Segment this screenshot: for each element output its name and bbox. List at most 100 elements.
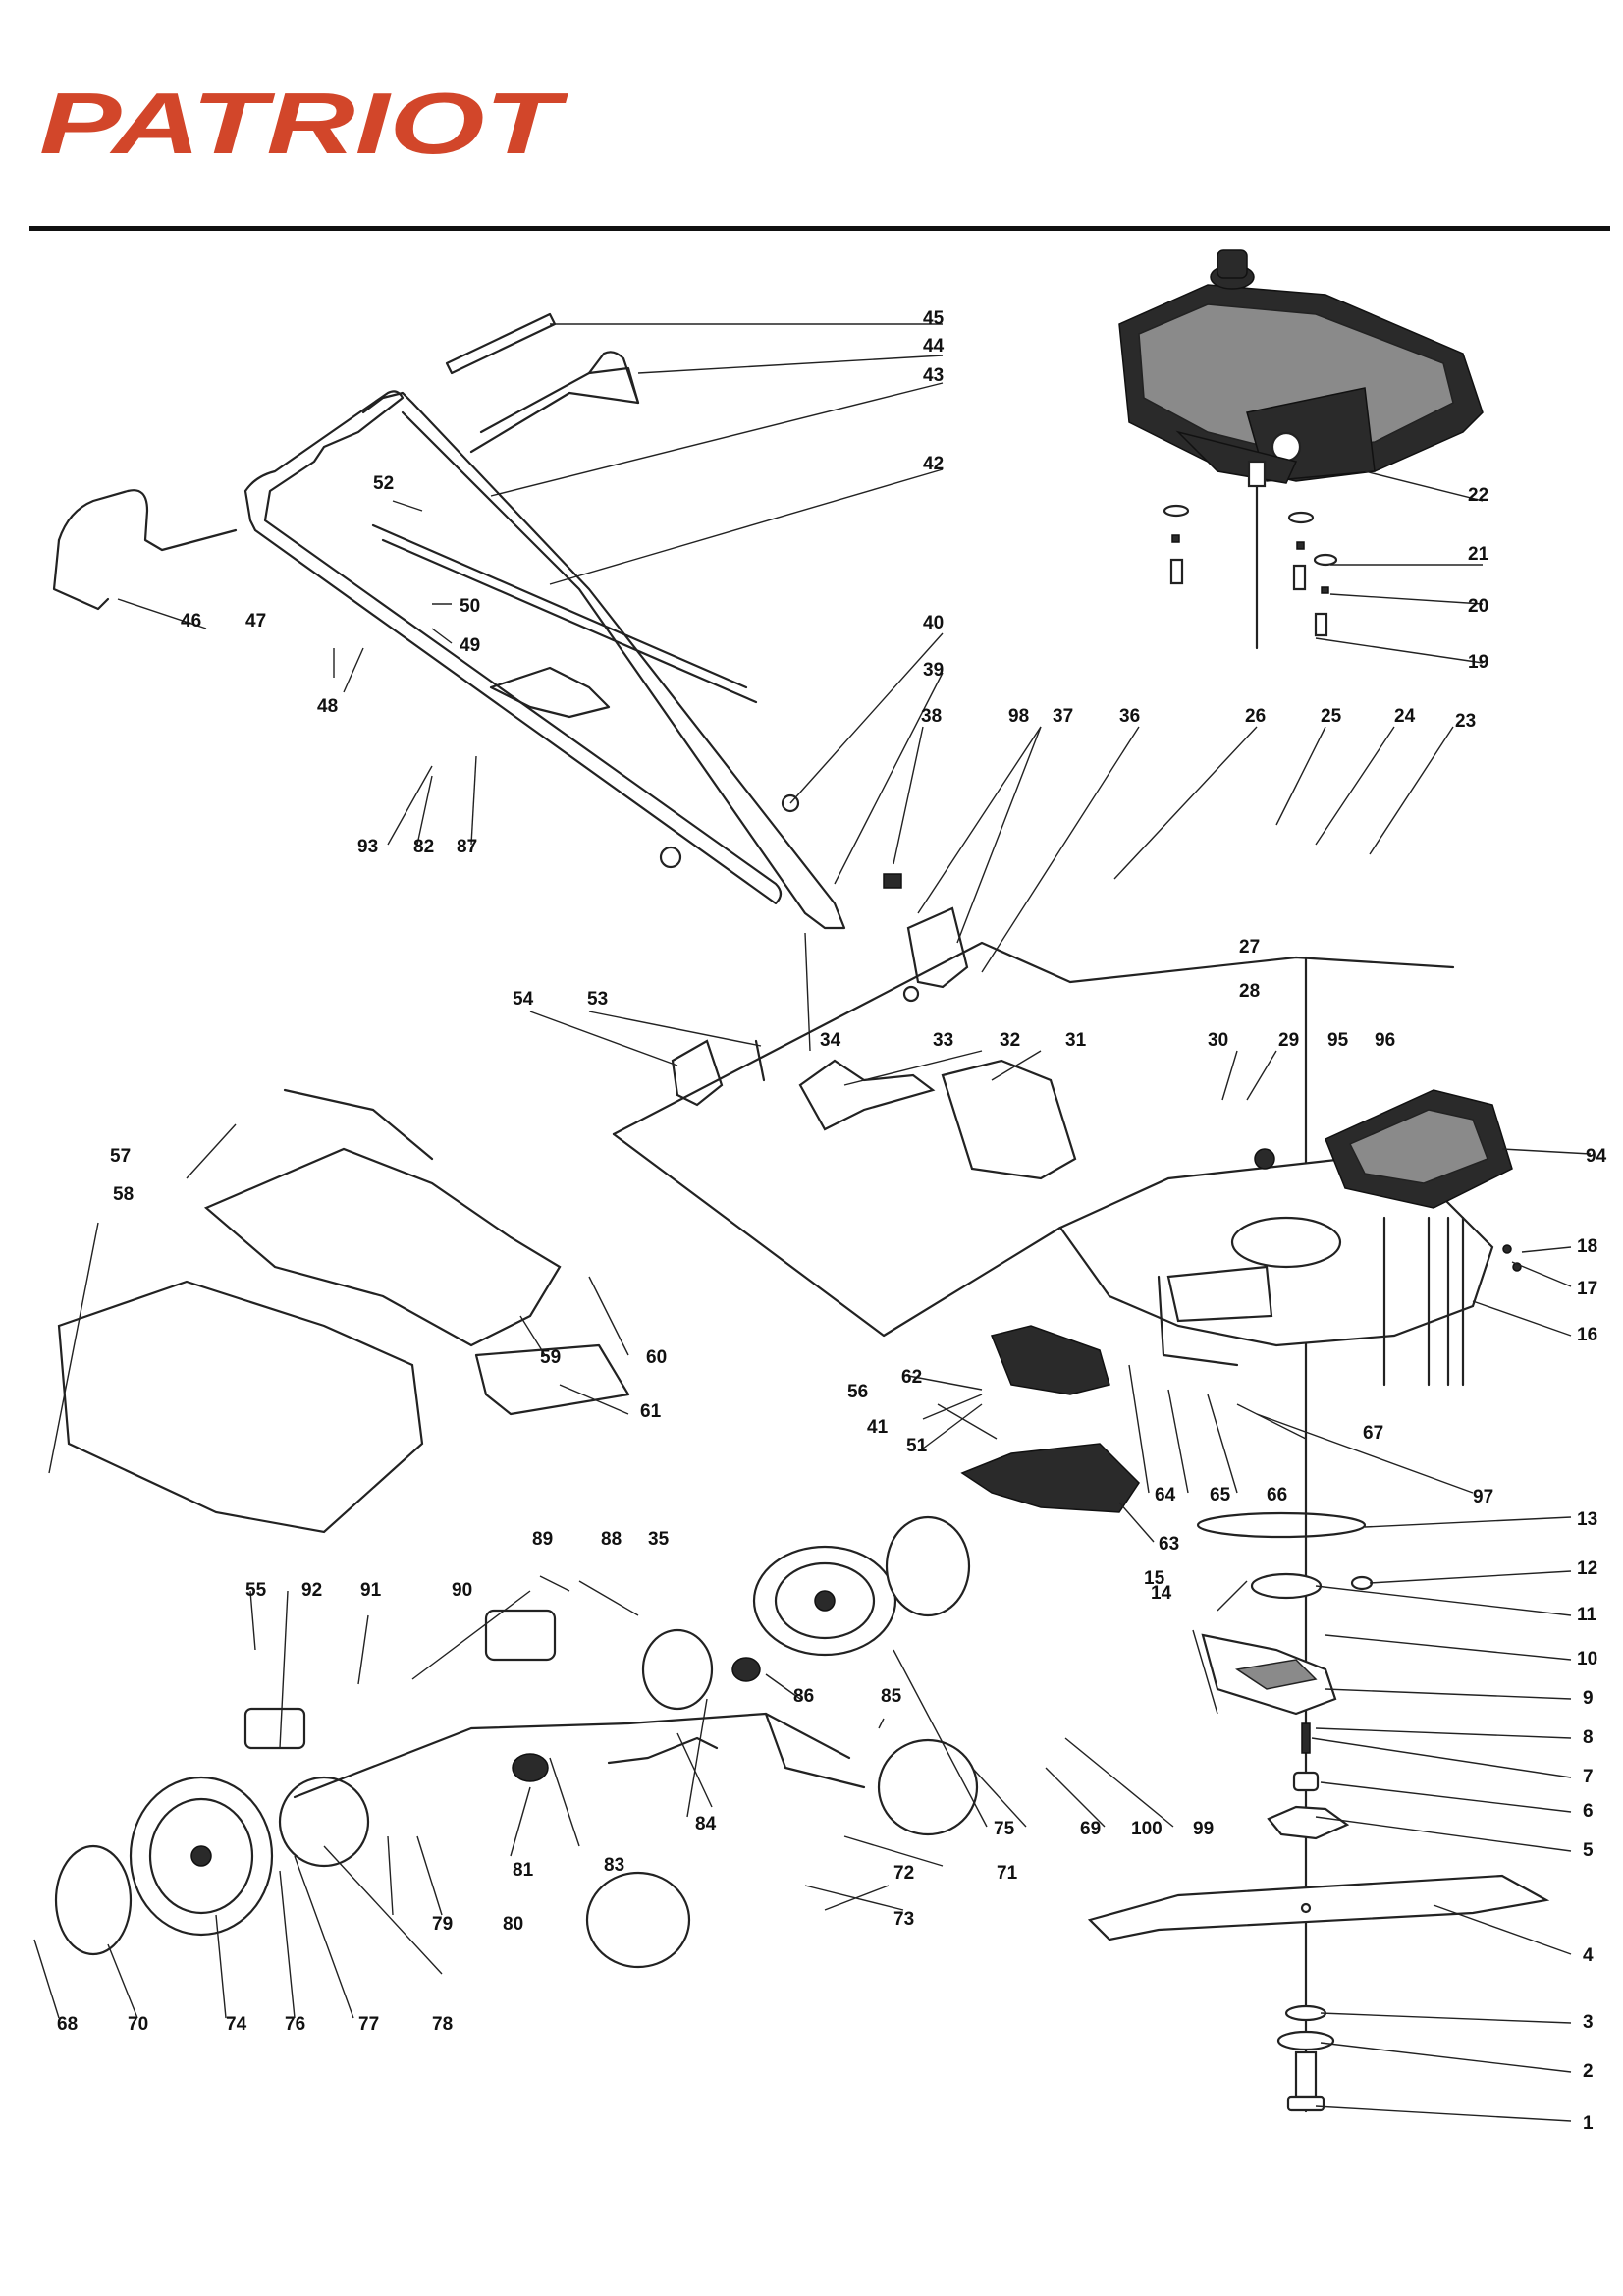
callout-25: 25	[1321, 706, 1342, 727]
callout-22: 22	[1468, 485, 1488, 506]
callout-9: 9	[1583, 1688, 1594, 1709]
callout-100: 100	[1131, 1819, 1163, 1839]
callout-2: 2	[1583, 2061, 1594, 2082]
rear-guard	[798, 1059, 1077, 1180]
callout-53: 53	[587, 989, 608, 1010]
callout-45: 45	[923, 308, 945, 329]
callout-16: 16	[1577, 1325, 1597, 1345]
callout-68: 68	[57, 2014, 78, 2035]
callout-87: 87	[457, 837, 477, 857]
callout-93: 93	[357, 837, 378, 857]
callout-6: 6	[1583, 1801, 1594, 1822]
callout-72: 72	[893, 1863, 914, 1884]
callout-52: 52	[373, 473, 394, 494]
callout-50: 50	[460, 596, 480, 617]
callout-74: 74	[226, 2014, 247, 2035]
callout-57: 57	[110, 1146, 131, 1167]
callout-63: 63	[1159, 1534, 1179, 1555]
callout-28: 28	[1239, 981, 1260, 1002]
callout-77: 77	[358, 2014, 379, 2035]
callout-67: 67	[1363, 1423, 1383, 1444]
callout-39: 39	[923, 660, 944, 681]
drive-belt	[1196, 1511, 1374, 1716]
callout-76: 76	[285, 2014, 305, 2035]
drive-axle	[243, 1609, 866, 1799]
callout-4: 4	[1583, 1945, 1594, 1966]
callout-99: 99	[1193, 1819, 1214, 1839]
callout-75: 75	[994, 1819, 1015, 1839]
front-wheels	[278, 1628, 979, 1969]
engine	[1118, 249, 1484, 650]
callout-48: 48	[317, 696, 338, 717]
callout-61: 61	[640, 1401, 662, 1422]
deck-bolts	[1254, 1148, 1522, 1387]
callout-41: 41	[867, 1417, 889, 1438]
callout-20: 20	[1468, 596, 1488, 617]
callout-51: 51	[906, 1436, 928, 1456]
callout-59: 59	[540, 1347, 561, 1368]
handle-assembly	[52, 312, 846, 930]
callout-80: 80	[503, 1914, 523, 1935]
callout-3: 3	[1583, 2012, 1594, 2033]
callout-64: 64	[1155, 1485, 1176, 1505]
callout-38: 38	[921, 706, 942, 727]
callout-85: 85	[881, 1686, 902, 1707]
callout-21: 21	[1468, 544, 1489, 565]
callout-54: 54	[513, 989, 534, 1010]
callout-26: 26	[1245, 706, 1266, 727]
callout-92: 92	[301, 1580, 322, 1601]
callout-17: 17	[1577, 1279, 1597, 1299]
rear-flap-94	[1325, 1089, 1513, 1209]
callout-86: 86	[793, 1686, 814, 1707]
callout-15: 15	[1144, 1568, 1165, 1589]
callout-83: 83	[604, 1855, 624, 1876]
callout-11: 11	[1577, 1605, 1597, 1625]
callout-82: 82	[413, 837, 434, 857]
callout-90: 90	[452, 1580, 472, 1601]
callout-labels: 1 2 3 4 5 6 7 8 9 10 11 12 13 14 15 16 1…	[57, 308, 1607, 2134]
callout-29: 29	[1278, 1030, 1299, 1051]
callout-27: 27	[1239, 937, 1260, 957]
callout-95: 95	[1327, 1030, 1349, 1051]
callout-46: 46	[181, 611, 201, 631]
engine-mount-hardware	[1163, 504, 1338, 637]
cable-bracket	[883, 873, 969, 1003]
callout-7: 7	[1583, 1767, 1594, 1787]
callout-5: 5	[1583, 1840, 1594, 1861]
callout-84: 84	[695, 1814, 717, 1834]
callout-58: 58	[113, 1184, 134, 1205]
callout-49: 49	[460, 635, 480, 656]
callout-19: 19	[1468, 652, 1488, 673]
callout-43: 43	[923, 365, 944, 386]
callout-10: 10	[1577, 1649, 1597, 1669]
rear-wheel-left	[54, 1776, 274, 1956]
callout-12: 12	[1577, 1558, 1597, 1579]
callout-70: 70	[128, 2014, 148, 2035]
callout-73: 73	[893, 1909, 914, 1930]
callout-24: 24	[1394, 706, 1416, 727]
callout-81: 81	[513, 1860, 534, 1881]
callout-leaders	[33, 323, 1592, 2122]
callout-56: 56	[847, 1382, 868, 1402]
callout-32: 32	[1000, 1030, 1020, 1051]
callout-35: 35	[648, 1529, 670, 1550]
callout-13: 13	[1577, 1509, 1597, 1530]
callout-14: 14	[1151, 1583, 1172, 1604]
callout-36: 36	[1119, 706, 1140, 727]
callout-62: 62	[901, 1367, 922, 1388]
callout-71: 71	[997, 1863, 1018, 1884]
callout-78: 78	[432, 2014, 453, 2035]
callout-88: 88	[601, 1529, 622, 1550]
callout-31: 31	[1065, 1030, 1087, 1051]
callout-55: 55	[245, 1580, 267, 1601]
mulch-plug	[960, 1325, 1140, 1513]
callout-37: 37	[1053, 706, 1073, 727]
callout-91: 91	[360, 1580, 382, 1601]
deck-frame-outline	[612, 941, 1455, 1338]
header-divider	[29, 226, 1610, 231]
callout-47: 47	[245, 611, 266, 631]
callout-33: 33	[933, 1030, 953, 1051]
brand-wordmark: PATRIOT	[39, 77, 568, 165]
rear-wheel-right	[752, 1515, 971, 1657]
callout-34: 34	[820, 1030, 841, 1051]
